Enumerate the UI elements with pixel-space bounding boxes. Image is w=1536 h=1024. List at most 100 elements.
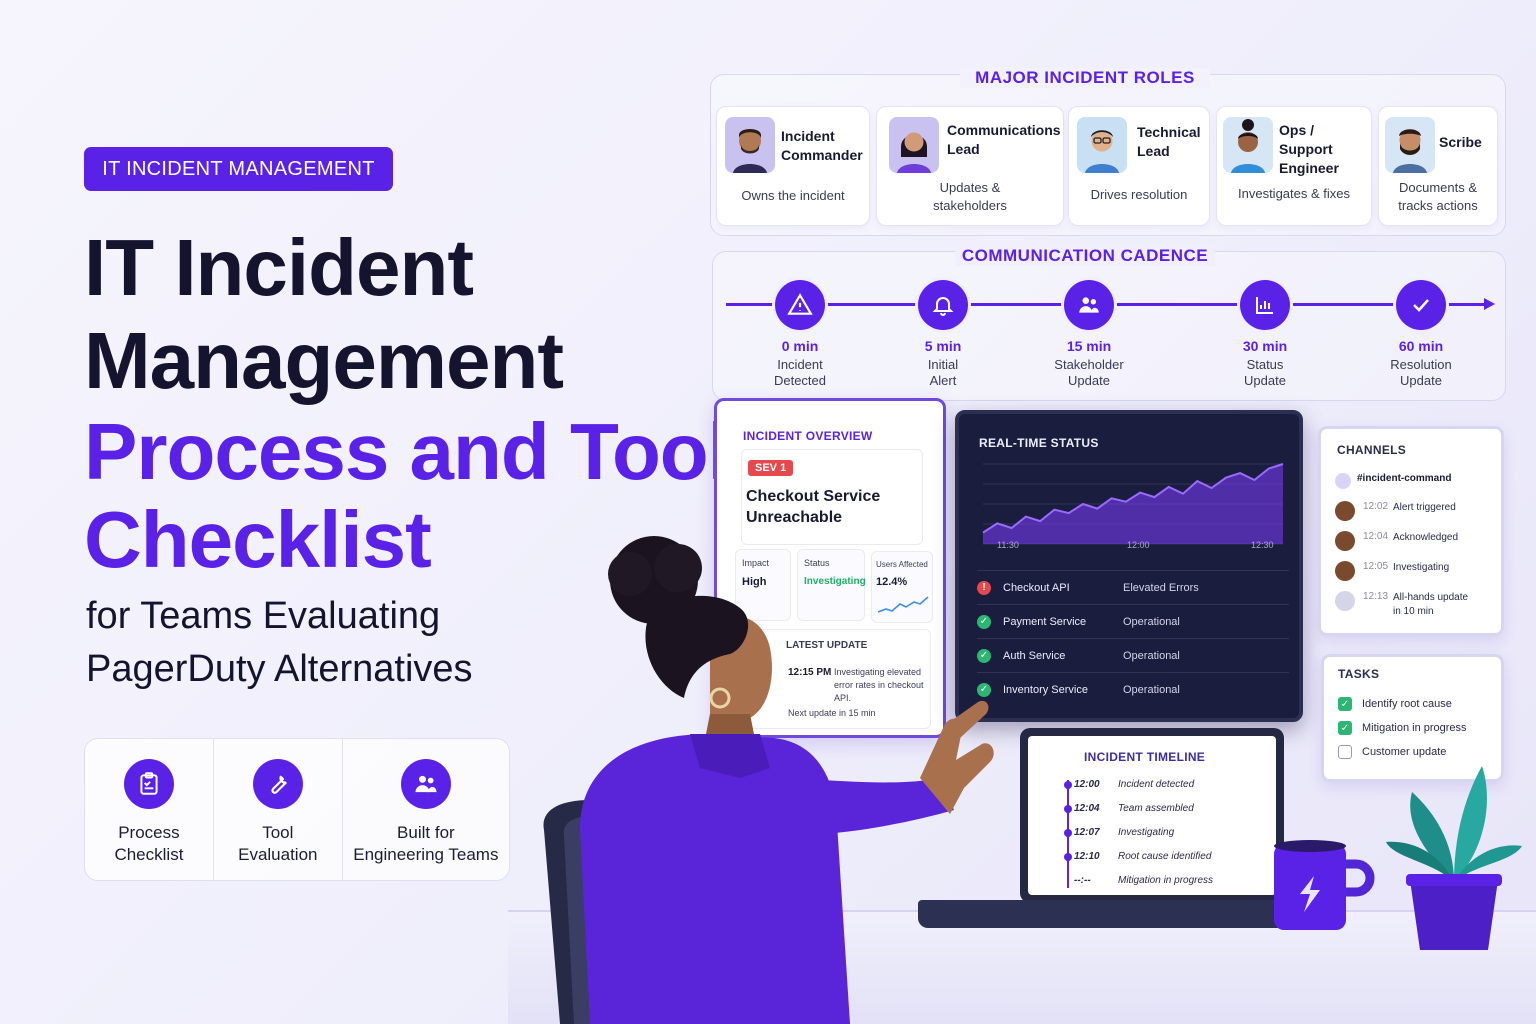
- task-item[interactable]: ✓ Mitigation in progress: [1338, 721, 1467, 735]
- channel-name: #incident-command: [1357, 473, 1452, 484]
- status-value: Investigating: [804, 576, 866, 587]
- message-item: 12:05 Investigating: [1335, 561, 1503, 581]
- team-icon: [400, 759, 451, 809]
- status-card: Status Investigating: [797, 549, 866, 621]
- step-label: Stakeholder Update: [1054, 357, 1124, 388]
- chart-area: [983, 464, 1283, 544]
- channels-panel: CHANNELS #incident-command 12:02 Alert t…: [1318, 426, 1504, 636]
- avatar-icon: [889, 117, 939, 173]
- timeline-event: Incident detected: [1118, 779, 1195, 790]
- roles-title: MAJOR INCIDENT ROLES: [960, 68, 1210, 88]
- role-desc: Investigates & fixes: [1238, 186, 1350, 201]
- incident-title: Checkout Service Unreachable: [746, 488, 881, 526]
- role-desc: Drives resolution: [1090, 187, 1188, 202]
- headline-line-1: IT Incident: [84, 223, 474, 312]
- impact-card: Impact High: [735, 549, 791, 621]
- avatar: [1335, 473, 1351, 489]
- service-name: Auth Service: [1003, 649, 1066, 662]
- cadence-step-3: 30 min Status Update: [1205, 280, 1325, 389]
- role-name: Scribe: [1439, 134, 1482, 150]
- task-item[interactable]: Customer update: [1338, 745, 1446, 759]
- mug-lightning-icon: [1274, 840, 1375, 930]
- feature-label: Tool Evaluation: [238, 823, 318, 864]
- users-label: Users Affected: [876, 560, 928, 569]
- timeline-dot: [1064, 805, 1072, 813]
- message-text: Investigating: [1393, 562, 1450, 573]
- chart-line: [982, 463, 1284, 534]
- feature-tool-evaluation: Tool Evaluation: [212, 739, 342, 880]
- timeline-event: Investigating: [1118, 827, 1175, 838]
- feature-process-checklist: Process Checklist: [85, 739, 213, 880]
- subtitle-line-1: for Teams Evaluating: [86, 595, 441, 637]
- channels-title: CHANNELS: [1337, 443, 1407, 457]
- impact-label: Impact: [742, 558, 770, 568]
- message-item: 12:02 Alert triggered: [1335, 501, 1503, 521]
- feature-engineering-teams: Built for Engineering Teams: [341, 739, 509, 880]
- message-item: 12:04 Acknowledged: [1335, 531, 1503, 551]
- channel-header[interactable]: #incident-command: [1335, 473, 1451, 489]
- avatar-icon: [1077, 117, 1127, 173]
- check-circle-icon: ✓: [977, 614, 991, 629]
- timeline-time: 12:04: [1074, 803, 1100, 814]
- x-tick: 12:30: [1251, 540, 1274, 550]
- avatar: [1335, 591, 1355, 611]
- step-time: 0 min: [781, 338, 819, 354]
- role-desc: Owns the incident: [741, 188, 845, 203]
- step-time: 5 min: [924, 338, 962, 354]
- role-desc: Documents & tracks actions: [1398, 180, 1478, 213]
- tasks-title: TASKS: [1338, 667, 1380, 681]
- cadence-step-2: 15 min Stakeholder Update: [1029, 280, 1149, 389]
- service-row-auth-service: ✓ Auth Service Operational: [977, 638, 1289, 672]
- severity-badge: SEV 1: [748, 460, 794, 476]
- headline-line-3: Process and Tool: [84, 407, 730, 496]
- step-label: Resolution Update: [1390, 357, 1452, 388]
- step-time: 30 min: [1242, 338, 1288, 354]
- check-icon: [1396, 280, 1446, 330]
- task-item[interactable]: ✓ Identify root cause: [1338, 697, 1452, 711]
- service-row-inventory-service: ✓ Inventory Service Operational: [977, 672, 1289, 706]
- latest-time: 12:15 PM: [788, 667, 832, 678]
- timeline-item: --:--Mitigation in progress: [1074, 875, 1213, 886]
- timeline-event: Team assembled: [1118, 803, 1194, 814]
- warning-icon: [775, 280, 825, 330]
- timeline-time: 12:10: [1074, 851, 1100, 862]
- people-icon: [1064, 280, 1114, 330]
- timeline-dot: [1064, 781, 1072, 789]
- feature-card: Process Checklist Tool Evaluation Built …: [84, 738, 510, 881]
- timeline-item: 12:04 Team assembled: [1074, 803, 1194, 814]
- checkbox-empty-icon[interactable]: [1338, 745, 1352, 759]
- role-card-incident-commander: Incident Commander Owns the incident: [716, 106, 870, 226]
- headline-line-4: Checklist: [84, 495, 432, 584]
- users-affected-card: Users Affected 12.4%: [871, 551, 933, 623]
- tasks-panel: TASKS ✓ Identify root cause ✓ Mitigation…: [1321, 654, 1504, 782]
- timeline-time: 12:07: [1074, 827, 1100, 838]
- realtime-title: REAL-TIME STATUS: [979, 436, 1099, 450]
- service-row-payment-service: ✓ Payment Service Operational: [977, 604, 1289, 638]
- step-time: 15 min: [1066, 338, 1112, 354]
- timeline-time: 12:00: [1074, 779, 1100, 790]
- avatar-icon: [1385, 117, 1435, 173]
- checkbox-checked-icon[interactable]: ✓: [1338, 721, 1352, 735]
- step-time: 60 min: [1398, 338, 1444, 354]
- message-time: 12:05: [1363, 561, 1389, 572]
- plant-icon: [1386, 766, 1522, 950]
- timeline-item: 12:07 Investigating: [1074, 827, 1174, 838]
- service-status: Elevated Errors: [1123, 581, 1199, 594]
- laptop-base: [918, 900, 1298, 928]
- cadence-title: COMMUNICATION CADENCE: [955, 246, 1215, 266]
- service-status: Operational: [1123, 683, 1180, 696]
- message-text: Acknowledged: [1393, 532, 1459, 543]
- feature-label: Built for Engineering Teams: [353, 823, 499, 864]
- checkbox-checked-icon[interactable]: ✓: [1338, 697, 1352, 711]
- step-label: Status Update: [1244, 357, 1286, 388]
- message-text: Alert triggered: [1393, 502, 1456, 513]
- chart-icon: [1240, 280, 1290, 330]
- service-name: Checkout API: [1003, 581, 1070, 594]
- feature-label: Process Checklist: [114, 823, 184, 864]
- timeline-dot: [1064, 853, 1072, 861]
- message-text: All-hands update in 10 min: [1393, 592, 1469, 617]
- role-name: Technical Lead: [1137, 124, 1201, 159]
- task-text: Mitigation in progress: [1362, 722, 1467, 734]
- avatar: [1335, 501, 1355, 521]
